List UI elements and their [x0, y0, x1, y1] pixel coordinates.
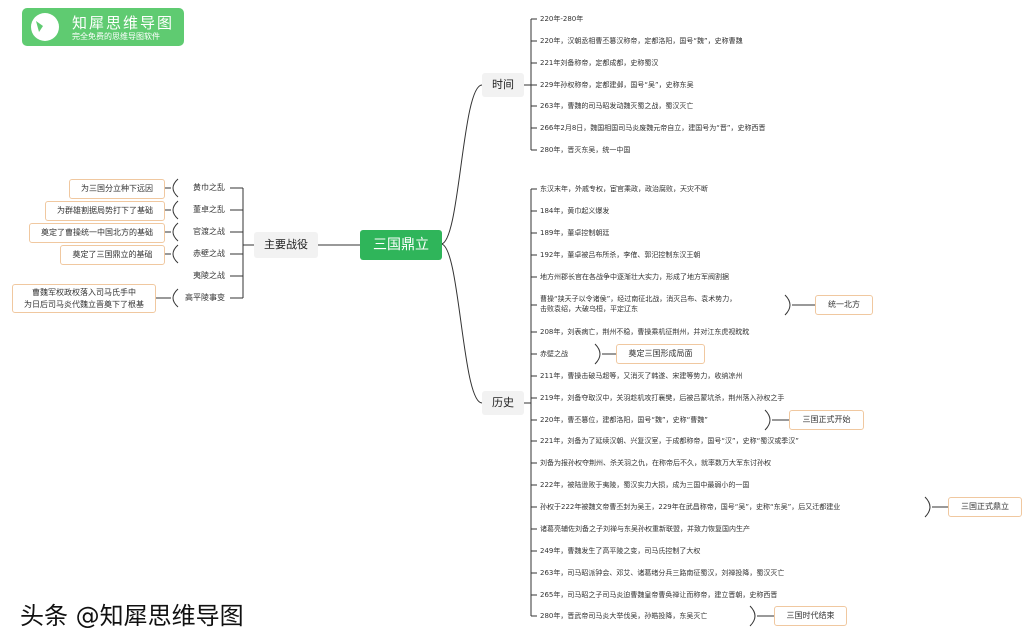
history-item[interactable]: 265年，司马昭之子司马炎迫曹魏皇帝曹奂禅让而称帝，建立晋朝，史称西晋 [540, 591, 778, 599]
history-item[interactable]: 孙权于222年被魏文帝曹丕封为吴王，229年在武昌称帝，国号“吴”，史称“东吴”… [540, 503, 841, 511]
battle-item[interactable]: 赤壁之战 [193, 249, 225, 258]
history-item[interactable]: 地方州郡长官在各战争中逐渐壮大实力，形成了地方军阀割据 [540, 273, 729, 281]
time-item[interactable]: 280年，晋灭东吴，统一中国 [540, 146, 631, 154]
battle-note-box[interactable]: 为三国分立种下远因 [69, 179, 165, 199]
time-item[interactable]: 266年2月8日，魏国相国司马炎废魏元帝自立，建国号为“晋”，史称西晋 [540, 124, 766, 132]
history-item[interactable]: 220年，曹丕篡位，建都洛阳，国号“魏”，史称“曹魏” [540, 416, 708, 424]
logo-subtitle: 完全免费的思维导图软件 [72, 32, 160, 41]
brace [172, 288, 179, 308]
brace [172, 244, 179, 264]
history-item[interactable]: 192年，董卓被吕布所杀，李傕、郭汜控制东汉王朝 [540, 251, 701, 259]
battle-item[interactable]: 官渡之战 [193, 227, 225, 236]
battle-note-box[interactable]: 奠定了三国鼎立的基础 [60, 245, 165, 265]
logo: 知犀思维导图 完全免费的思维导图软件 [22, 8, 184, 46]
brace [172, 200, 179, 220]
brace [784, 294, 791, 316]
history-item[interactable]: 东汉末年，外戚专权，宦官乘政，政治腐败，天灾不断 [540, 185, 708, 193]
watermark: 头条 @知犀思维导图 [20, 602, 244, 630]
brace [764, 409, 771, 431]
history-item[interactable]: 189年，董卓控制朝廷 [540, 229, 610, 237]
summary-box[interactable]: 三国正式鼎立 [948, 497, 1022, 517]
battle-item[interactable]: 夷陵之战 [193, 271, 225, 280]
curve-history [440, 243, 483, 404]
battle-note-box[interactable]: 奠定了曹操统一中国北方的基础 [29, 223, 165, 243]
branch-history[interactable]: 历史 [482, 391, 524, 415]
time-item[interactable]: 220年-280年 [540, 15, 584, 23]
history-item[interactable]: 诸葛亮辅佐刘备之子刘禅与东吴孙权重新联盟，并致力恢复国内生产 [540, 525, 750, 533]
battle-note-box[interactable]: 为群雄割据局势打下了基础 [45, 201, 165, 221]
history-item[interactable]: 184年，黄巾起义爆发 [540, 207, 610, 215]
history-item[interactable]: 211年，曹操击破马超等，又消灭了韩遂、宋建等势力，收纳凉州 [540, 372, 743, 380]
time-item[interactable]: 221年刘备称帝，定都成都，史称蜀汉 [540, 59, 659, 67]
time-item[interactable]: 263年，曹魏的司马昭发动魏灭蜀之战，蜀汉灭亡 [540, 102, 694, 110]
brace [749, 605, 756, 627]
battle-note-box[interactable]: 曹魏军权政权落入司马氏手中 为日后司马炎代魏立晋奠下了根基 [12, 283, 156, 313]
history-item[interactable]: 赤壁之战 [540, 350, 568, 358]
brace [594, 343, 601, 365]
rhino-logo-icon [31, 13, 59, 41]
history-item[interactable]: 曹操“挟天子以令诸侯”，经过南征北战，消灭吕布、袁术势力， 击败袁绍，大破乌桓，… [540, 295, 737, 313]
brace [172, 222, 179, 242]
branch-battles[interactable]: 主要战役 [254, 232, 318, 258]
history-item[interactable]: 208年，刘表病亡，荆州不稳，曹操乘机征荆州，并对江东虎视眈眈 [540, 328, 750, 336]
central-topic[interactable]: 三国鼎立 [360, 230, 442, 260]
curve-time [440, 84, 483, 245]
branch-time[interactable]: 时间 [482, 73, 524, 97]
logo-title: 知犀思维导图 [72, 14, 175, 32]
brace [172, 178, 179, 198]
battle-item[interactable]: 黄巾之乱 [193, 183, 225, 192]
history-item[interactable]: 219年，刘备夺取汉中，关羽趁机攻打襄樊，后被吕蒙坑杀，荆州落入孙权之手 [540, 394, 785, 402]
time-item[interactable]: 220年，汉朝丞相曹丕篡汉称帝，定都洛阳，国号“魏”，史称曹魏 [540, 37, 743, 45]
time-item[interactable]: 229年孙权称帝，定都建邺，国号“吴”，史称东吴 [540, 81, 694, 89]
history-item[interactable]: 刘备为报孙权夺荆州、杀关羽之仇，在称帝后不久，就率数万大军东讨孙权 [540, 459, 771, 467]
history-item[interactable]: 221年，刘备为了延续汉朝、兴复汉室，于成都称帝，国号“汉”，史称“蜀汉或季汉” [540, 437, 799, 445]
brace [924, 496, 931, 518]
battle-item[interactable]: 高平陵事变 [185, 293, 225, 302]
history-item[interactable]: 280年，晋武帝司马炎大举伐吴，孙皓投降，东吴灭亡 [540, 612, 708, 620]
summary-box[interactable]: 三国正式开始 [789, 410, 864, 430]
history-item[interactable]: 222年，被陆逊败于夷陵，蜀汉实力大损，成为三国中最弱小的一国 [540, 481, 750, 489]
battle-item[interactable]: 董卓之乱 [193, 205, 225, 214]
summary-box[interactable]: 统一北方 [815, 295, 873, 315]
summary-box[interactable]: 三国时代结束 [774, 606, 847, 626]
summary-box[interactable]: 奠定三国形成局面 [616, 344, 705, 364]
history-item[interactable]: 263年，司马昭派钟会、邓艾、诸葛绪分兵三路南征蜀汉，刘禅投降，蜀汉灭亡 [540, 569, 785, 577]
history-item[interactable]: 249年，曹魏发生了高平陵之变，司马氏控制了大权 [540, 547, 701, 555]
